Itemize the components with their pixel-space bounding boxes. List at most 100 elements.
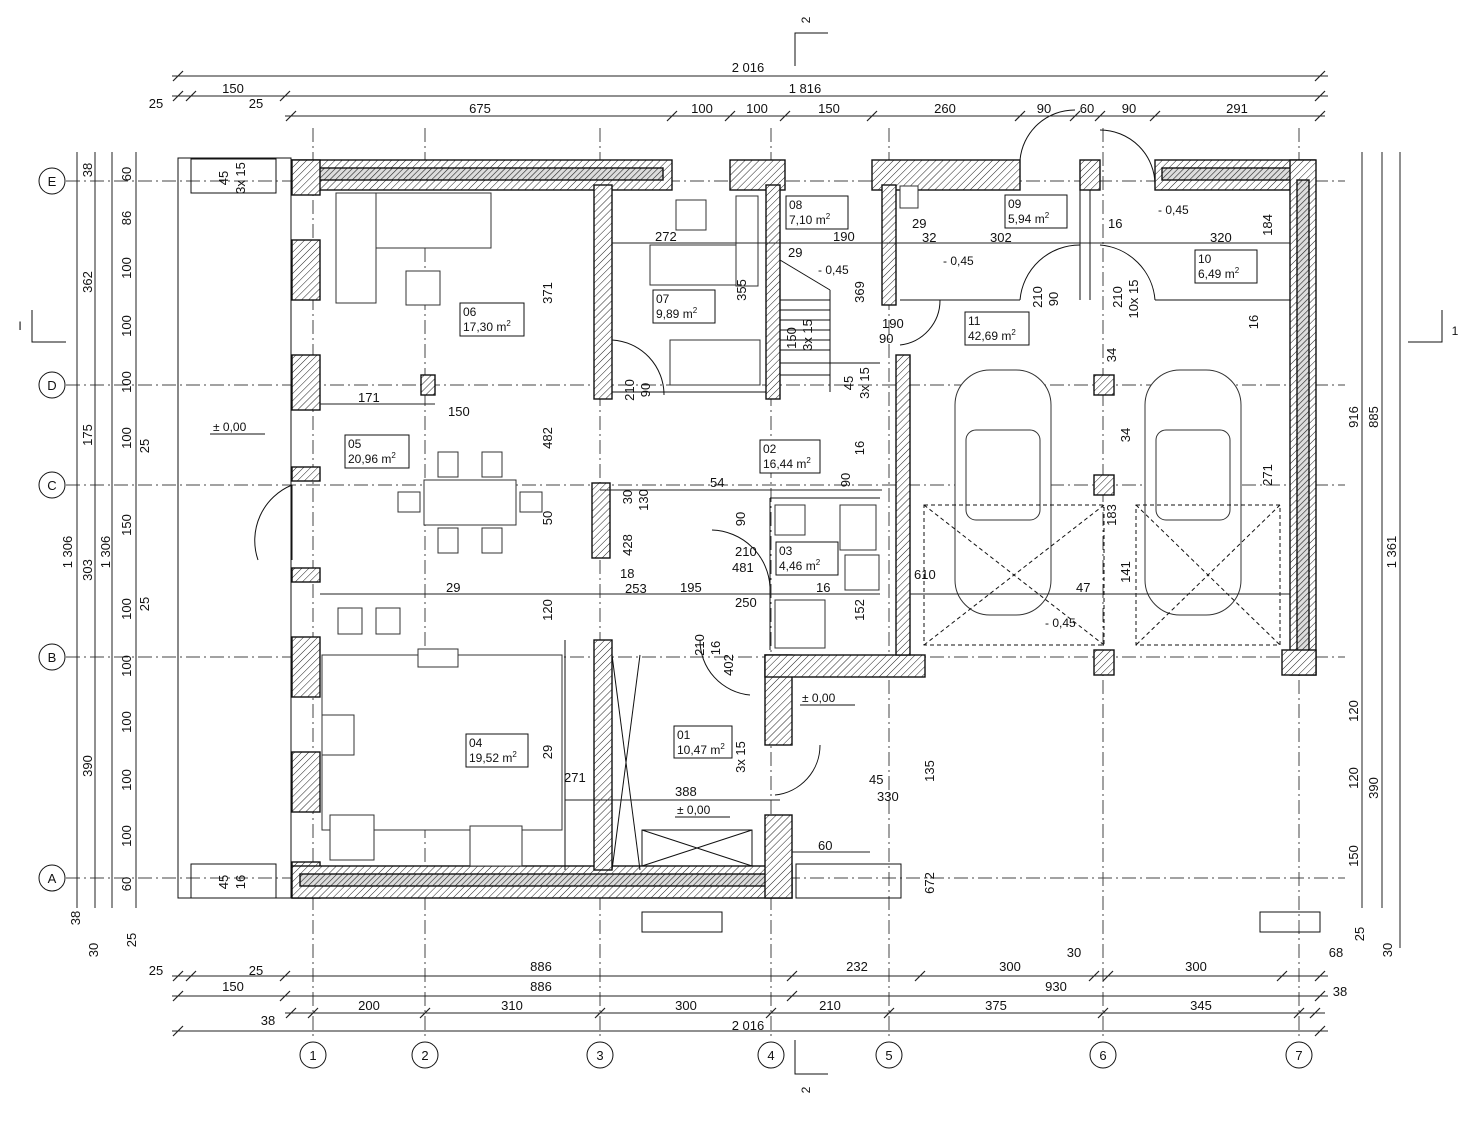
dimension-tick xyxy=(1097,1007,1109,1019)
level-hall: ± 0,00 xyxy=(677,803,711,817)
axis-A: A xyxy=(48,871,57,886)
svg-text:10,47 m2: 10,47 m2 xyxy=(677,742,725,757)
svg-text:250: 250 xyxy=(735,595,757,610)
svg-text:29: 29 xyxy=(540,745,555,759)
level-storage: - 0,45 xyxy=(1158,203,1189,217)
svg-text:100: 100 xyxy=(119,371,134,393)
svg-text:390: 390 xyxy=(80,755,95,777)
svg-text:672: 672 xyxy=(922,872,937,894)
svg-text:428: 428 xyxy=(620,534,635,556)
svg-text:330: 330 xyxy=(877,789,899,804)
svg-text:04: 04 xyxy=(469,736,483,750)
dimension-tick xyxy=(279,990,291,1002)
dimension-tick xyxy=(1314,1025,1326,1037)
svg-text:190: 190 xyxy=(882,316,904,331)
axis-6: 6 xyxy=(1099,1048,1106,1063)
dimension-tick xyxy=(1088,970,1100,982)
svg-text:38: 38 xyxy=(68,911,83,925)
dimension-tick xyxy=(285,110,297,122)
svg-text:3x 15: 3x 15 xyxy=(233,162,248,194)
level-garage: - 0,45 xyxy=(1045,616,1076,630)
svg-text:100: 100 xyxy=(119,655,134,677)
dims-right: 916 885 1 361 120 120 390 150 25 30 xyxy=(1346,152,1401,957)
level-terrace: ± 0,00 xyxy=(213,420,247,434)
svg-text:86: 86 xyxy=(119,211,134,225)
svg-text:29: 29 xyxy=(446,580,460,595)
svg-text:60: 60 xyxy=(1080,101,1094,116)
svg-text:141: 141 xyxy=(1118,561,1133,583)
svg-text:25: 25 xyxy=(249,963,263,978)
svg-text:390: 390 xyxy=(1366,777,1381,799)
svg-text:3x 15: 3x 15 xyxy=(857,367,872,399)
svg-text:100: 100 xyxy=(119,825,134,847)
svg-text:90: 90 xyxy=(879,331,893,346)
svg-text:10x 15: 10x 15 xyxy=(1126,279,1141,318)
dimension-tick xyxy=(883,1007,895,1019)
svg-text:362: 362 xyxy=(80,271,95,293)
svg-text:32: 32 xyxy=(922,230,936,245)
svg-text:320: 320 xyxy=(1210,230,1232,245)
dims-top: 2 016 150 1 816 25 25 675 100 100 150 26… xyxy=(149,60,1328,117)
svg-text:16,44 m2: 16,44 m2 xyxy=(763,456,811,471)
svg-text:388: 388 xyxy=(675,784,697,799)
svg-text:6,49 m2: 6,49 m2 xyxy=(1198,266,1240,281)
svg-text:100: 100 xyxy=(119,315,134,337)
level-marks: ± 0,00 ± 0,00 ± 0,00 - 0,45 - 0,45 - 0,4… xyxy=(210,203,1189,818)
level-boiler: - 0,45 xyxy=(943,254,974,268)
room-labels: 01 10,47 m2 02 16,44 m2 03 4,46 m2 04 19… xyxy=(344,194,1258,768)
svg-text:42,69 m2: 42,69 m2 xyxy=(968,328,1016,343)
dimension-tick xyxy=(866,110,878,122)
svg-text:16: 16 xyxy=(1108,216,1122,231)
svg-text:47: 47 xyxy=(1076,580,1090,595)
svg-text:25: 25 xyxy=(124,933,139,947)
dimension-tick xyxy=(1102,970,1114,982)
dimension-tick xyxy=(786,970,798,982)
walls xyxy=(291,159,1317,899)
axis-markers-letters: E D C B A xyxy=(38,167,66,892)
svg-text:120: 120 xyxy=(1346,767,1361,789)
car-left xyxy=(954,369,1052,616)
svg-text:60: 60 xyxy=(119,167,134,181)
svg-text:150: 150 xyxy=(119,514,134,536)
dimension-tick xyxy=(594,1007,606,1019)
room-03: 03 4,46 m2 xyxy=(775,541,839,576)
svg-text:120: 120 xyxy=(540,599,555,621)
room-11: 11 42,69 m2 xyxy=(964,311,1030,346)
dimension-tick xyxy=(1293,1007,1305,1019)
room-02: 02 16,44 m2 xyxy=(759,439,821,474)
dimension-tick xyxy=(1309,1007,1321,1019)
axis-2: 2 xyxy=(421,1048,428,1063)
svg-text:355: 355 xyxy=(734,279,749,301)
svg-text:260: 260 xyxy=(934,101,956,116)
svg-text:25: 25 xyxy=(1352,927,1367,941)
svg-text:30: 30 xyxy=(86,943,101,957)
svg-text:190: 190 xyxy=(833,229,855,244)
svg-text:930: 930 xyxy=(1045,979,1067,994)
svg-text:886: 886 xyxy=(530,959,552,974)
svg-text:371: 371 xyxy=(540,282,555,304)
dimension-tick xyxy=(185,90,197,102)
dimension-tick xyxy=(779,110,791,122)
svg-text:402: 402 xyxy=(721,654,736,676)
svg-text:38: 38 xyxy=(80,163,95,177)
axis-3: 3 xyxy=(596,1048,603,1063)
svg-text:253: 253 xyxy=(625,581,647,596)
svg-text:210: 210 xyxy=(819,998,841,1013)
dimension-tick xyxy=(1314,90,1326,102)
svg-text:3x 15: 3x 15 xyxy=(800,319,815,351)
svg-text:45: 45 xyxy=(869,772,883,787)
svg-text:210: 210 xyxy=(1110,286,1125,308)
svg-text:25: 25 xyxy=(249,96,263,111)
svg-text:171: 171 xyxy=(358,390,380,405)
svg-text:3x 15: 3x 15 xyxy=(733,741,748,773)
svg-text:90: 90 xyxy=(838,473,853,487)
dimension-tick xyxy=(1149,110,1161,122)
axis-4: 4 xyxy=(767,1048,774,1063)
section-left-label: I xyxy=(18,319,21,333)
svg-text:90: 90 xyxy=(1122,101,1136,116)
section-right-label: 1 xyxy=(1452,324,1459,338)
svg-text:29: 29 xyxy=(912,216,926,231)
svg-text:482: 482 xyxy=(540,427,555,449)
svg-text:210: 210 xyxy=(735,544,757,559)
svg-text:2 016: 2 016 xyxy=(732,60,765,75)
